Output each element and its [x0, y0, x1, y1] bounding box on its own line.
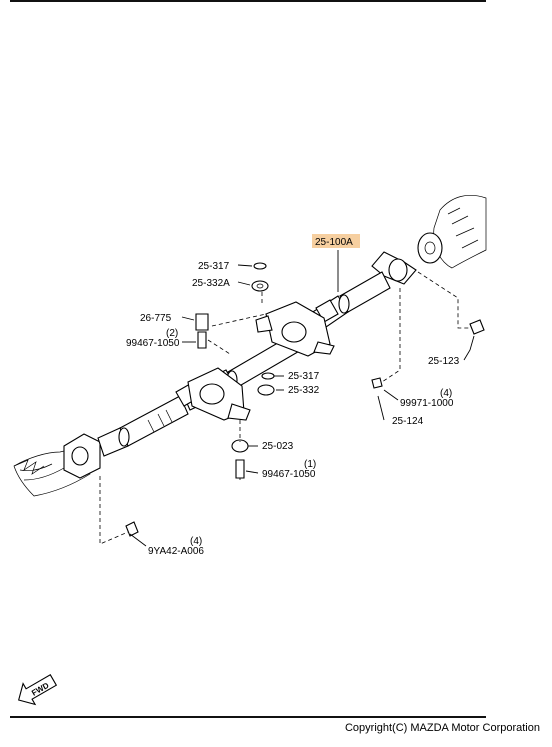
propeller-shaft: [97, 271, 391, 457]
part-number[interactable]: 25-100A: [315, 237, 353, 248]
part-number[interactable]: 25-124: [392, 416, 424, 427]
part-number[interactable]: 25-317: [288, 371, 320, 382]
rear-flange-yoke: [371, 251, 417, 285]
assembly-lines: [99, 271, 472, 545]
copyright-notice: Copyright(C) MAZDA Motor Corporation: [344, 722, 540, 734]
part-number[interactable]: 9YA42-A006: [148, 546, 204, 557]
part-number[interactable]: 25-123: [428, 356, 460, 367]
leader-lines: [129, 250, 475, 547]
fwd-arrow: FWD: [18, 674, 58, 706]
part-number[interactable]: 99467-1050: [262, 469, 316, 480]
part-quantity: (4): [190, 536, 202, 547]
rear-differential-sketch: [417, 195, 487, 269]
part-quantity: (4): [440, 388, 452, 399]
hardware: [125, 262, 485, 537]
part-number[interactable]: 99467-1050: [126, 338, 180, 349]
part-number[interactable]: 25-317: [198, 261, 230, 272]
bottom-rule: [10, 716, 486, 718]
center-bearing-upper: [255, 301, 335, 357]
part-labels: 25-317 25-332A 26-775 (2) 99467-1050 25-…: [126, 237, 460, 557]
front-flange-yoke: [63, 433, 101, 479]
part-quantity: (2): [166, 328, 178, 339]
part-number[interactable]: 99971-1000: [400, 398, 454, 409]
part-number[interactable]: 25-023: [262, 441, 294, 452]
part-number[interactable]: 26-775: [140, 313, 172, 324]
part-number[interactable]: 25-332A: [192, 278, 230, 289]
top-rule: [10, 0, 486, 2]
part-number[interactable]: 25-332: [288, 385, 320, 396]
part-highlight: [312, 234, 360, 248]
transmission-sketch: [13, 447, 91, 497]
part-quantity: (1): [304, 459, 316, 470]
center-bearing-lower: [187, 367, 251, 421]
